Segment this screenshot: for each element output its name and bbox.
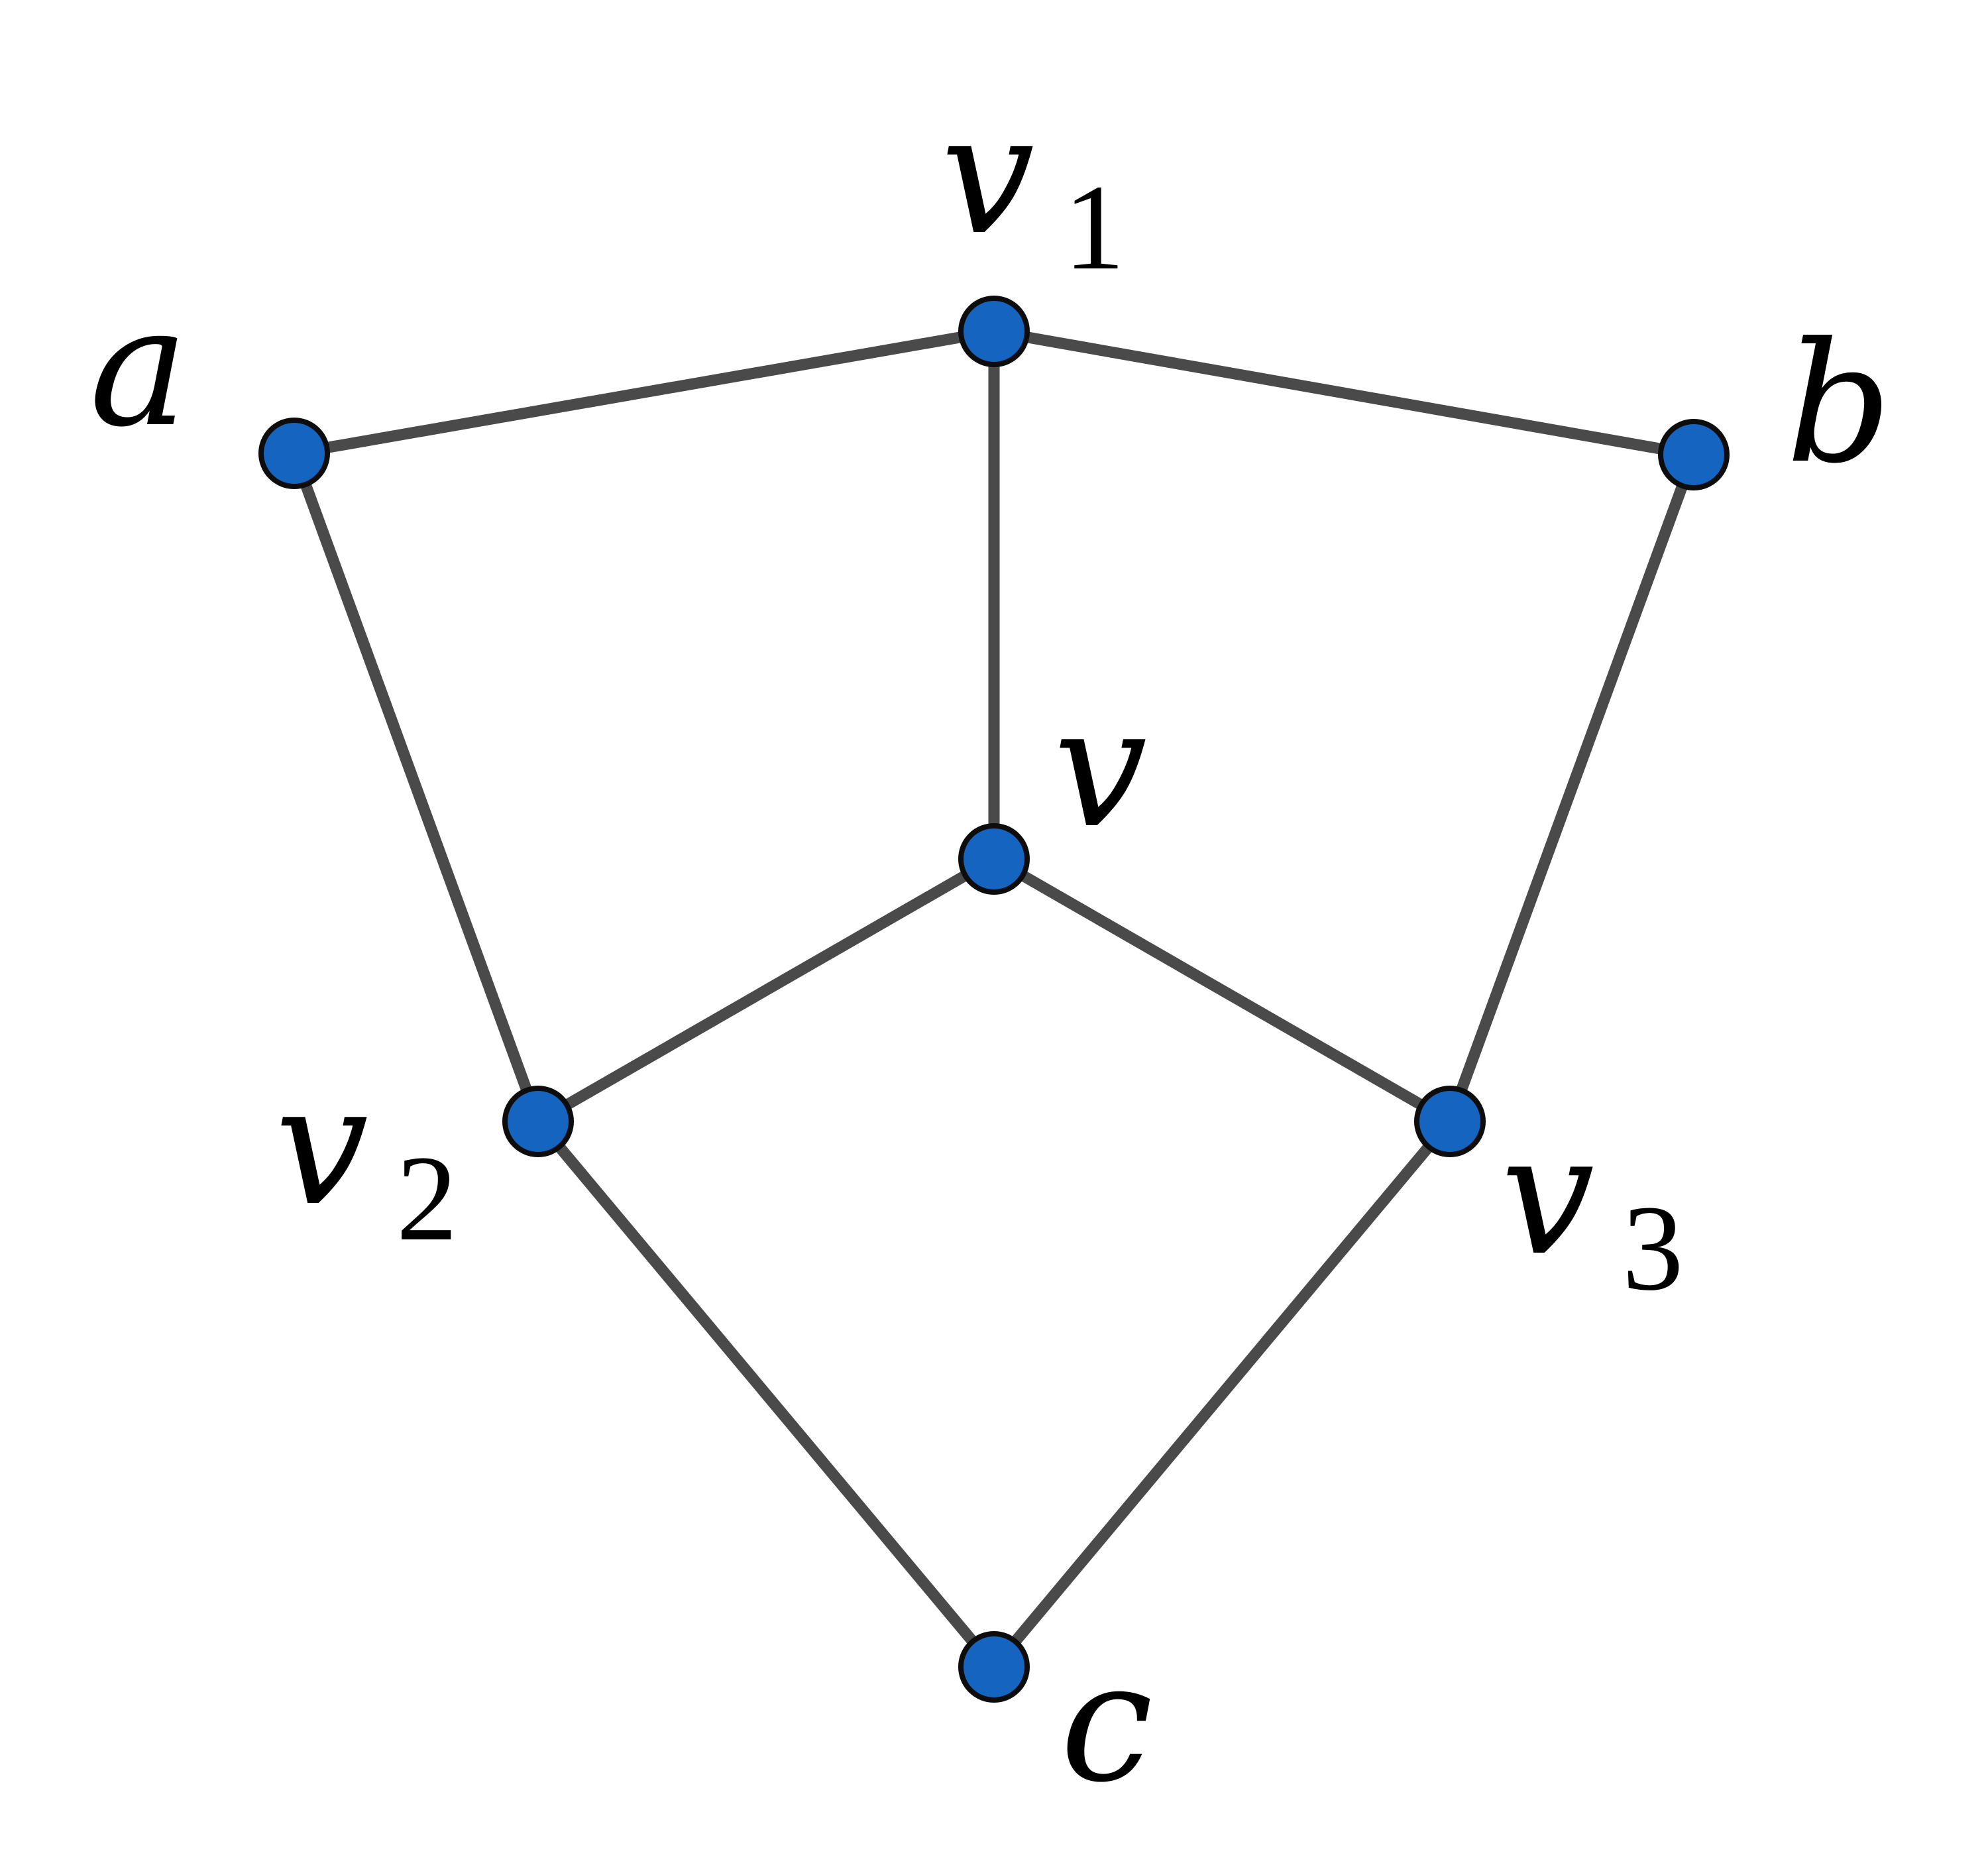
node-label-v2: v	[275, 1049, 368, 1242]
edge-v-v2	[532, 853, 1000, 1127]
edges-layer	[288, 325, 1700, 1673]
node-v	[958, 823, 1030, 895]
node-label-b: b	[1786, 307, 1892, 500]
node-label-v3: v	[1501, 1099, 1594, 1292]
node-v1	[958, 296, 1030, 367]
node-label-v: v	[1054, 671, 1147, 864]
node-label-v1-subscript: 1	[1064, 160, 1125, 296]
node-v2	[502, 1086, 574, 1157]
edge-v2-c	[532, 1115, 1000, 1673]
edge-a-v1	[288, 325, 1000, 459]
edge-v1-b	[988, 325, 1700, 461]
node-b	[1658, 419, 1730, 490]
node-c	[958, 1631, 1030, 1703]
node-label-a: a	[89, 270, 188, 463]
node-label-v1: v	[941, 78, 1034, 271]
node-v3	[1414, 1086, 1486, 1157]
node-a	[258, 418, 330, 489]
edge-b-v3	[1444, 449, 1700, 1127]
nodes-layer	[258, 296, 1730, 1703]
edge-a-v2	[288, 447, 544, 1127]
node-label-v2-subscript: 2	[396, 1131, 458, 1267]
node-label-c: c	[1060, 1626, 1153, 1819]
edge-v3-c	[988, 1115, 1456, 1673]
edge-v-v3	[988, 853, 1456, 1127]
node-label-v3-subscript: 3	[1622, 1180, 1684, 1316]
